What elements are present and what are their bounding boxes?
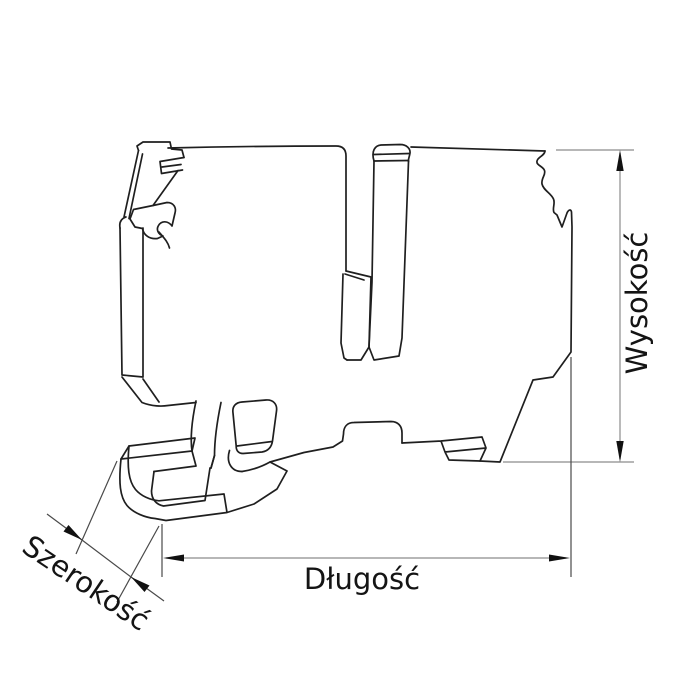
length-dimension-label: Długość <box>304 562 420 596</box>
arrow-down-icon <box>616 441 624 462</box>
latch-tab <box>136 141 185 159</box>
rail-hook-outer <box>119 445 288 522</box>
height-dimension: Wysokość <box>503 149 654 463</box>
lever-cap-rings <box>373 152 411 162</box>
arrow-diagonal-out-icon <box>131 577 150 592</box>
width-extension-lines <box>75 460 160 603</box>
bottom-edge <box>241 420 403 473</box>
length-extension-lines <box>161 357 572 577</box>
latch-hook-lower <box>129 201 177 249</box>
top-edge-left <box>167 145 347 272</box>
width-dimension-label: Szerokość <box>16 528 155 637</box>
arrow-right-icon <box>549 554 570 562</box>
height-dimension-lines <box>503 149 634 463</box>
foot-stem <box>190 400 222 469</box>
arrow-left-icon <box>163 554 184 562</box>
rail-hook-rim <box>120 437 197 473</box>
latch-arm <box>118 149 144 229</box>
left-edge <box>119 227 197 407</box>
rail-jaw <box>227 399 278 473</box>
block-outline <box>118 141 573 522</box>
rail-cleat <box>401 436 487 462</box>
lever-cap <box>372 143 411 163</box>
rail-hook-cavity <box>150 454 216 507</box>
arrow-up-icon <box>616 150 624 171</box>
arrow-diagonal-in-icon <box>63 525 82 540</box>
top-edge-right <box>410 146 546 152</box>
width-dimension: Szerokość <box>16 460 165 638</box>
latch-hook-upper <box>152 156 185 207</box>
right-edge <box>479 150 573 463</box>
clamp-yoke <box>340 270 372 361</box>
height-dimension-label: Wysokość <box>620 232 654 375</box>
lever-body <box>346 160 410 361</box>
length-dimension: Długość <box>161 357 572 596</box>
